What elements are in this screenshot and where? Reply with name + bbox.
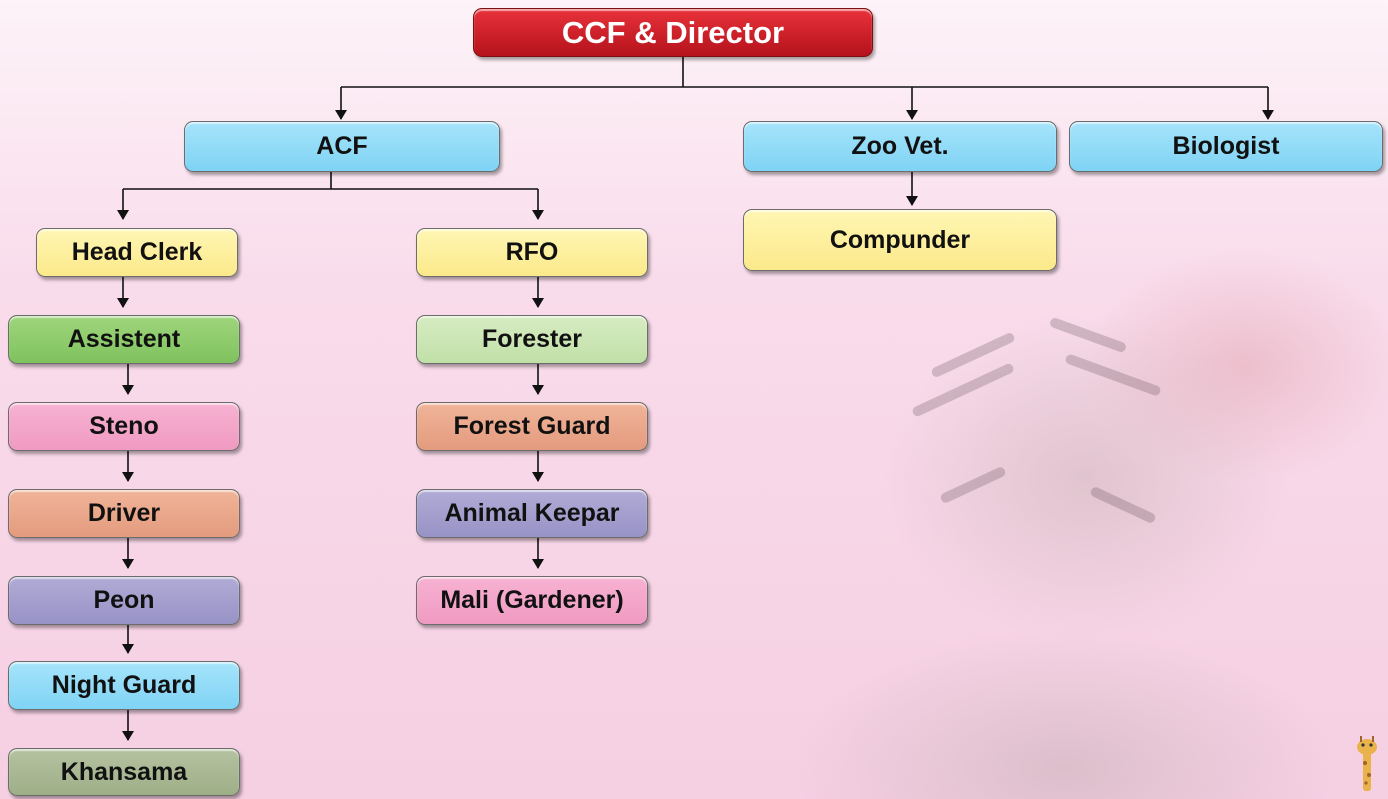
node-biologist: Biologist bbox=[1069, 121, 1383, 172]
giraffe-icon bbox=[1357, 736, 1377, 791]
node-zoo-vet: Zoo Vet. bbox=[743, 121, 1057, 172]
node-head-clerk: Head Clerk bbox=[36, 228, 238, 277]
node-night-guard: Night Guard bbox=[8, 661, 240, 710]
node-animal-keepar: Animal Keepar bbox=[416, 489, 648, 538]
node-steno: Steno bbox=[8, 402, 240, 451]
node-forest-guard: Forest Guard bbox=[416, 402, 648, 451]
node-compunder: Compunder bbox=[743, 209, 1057, 271]
node-driver: Driver bbox=[8, 489, 240, 538]
node-assistent: Assistent bbox=[8, 315, 240, 364]
node-khansama: Khansama bbox=[8, 748, 240, 796]
node-rfo: RFO bbox=[416, 228, 648, 277]
node-peon: Peon bbox=[8, 576, 240, 625]
node-mali-gardener: Mali (Gardener) bbox=[416, 576, 648, 625]
node-forester: Forester bbox=[416, 315, 648, 364]
node-acf: ACF bbox=[184, 121, 500, 172]
node-ccf-director: CCF & Director bbox=[473, 8, 873, 57]
